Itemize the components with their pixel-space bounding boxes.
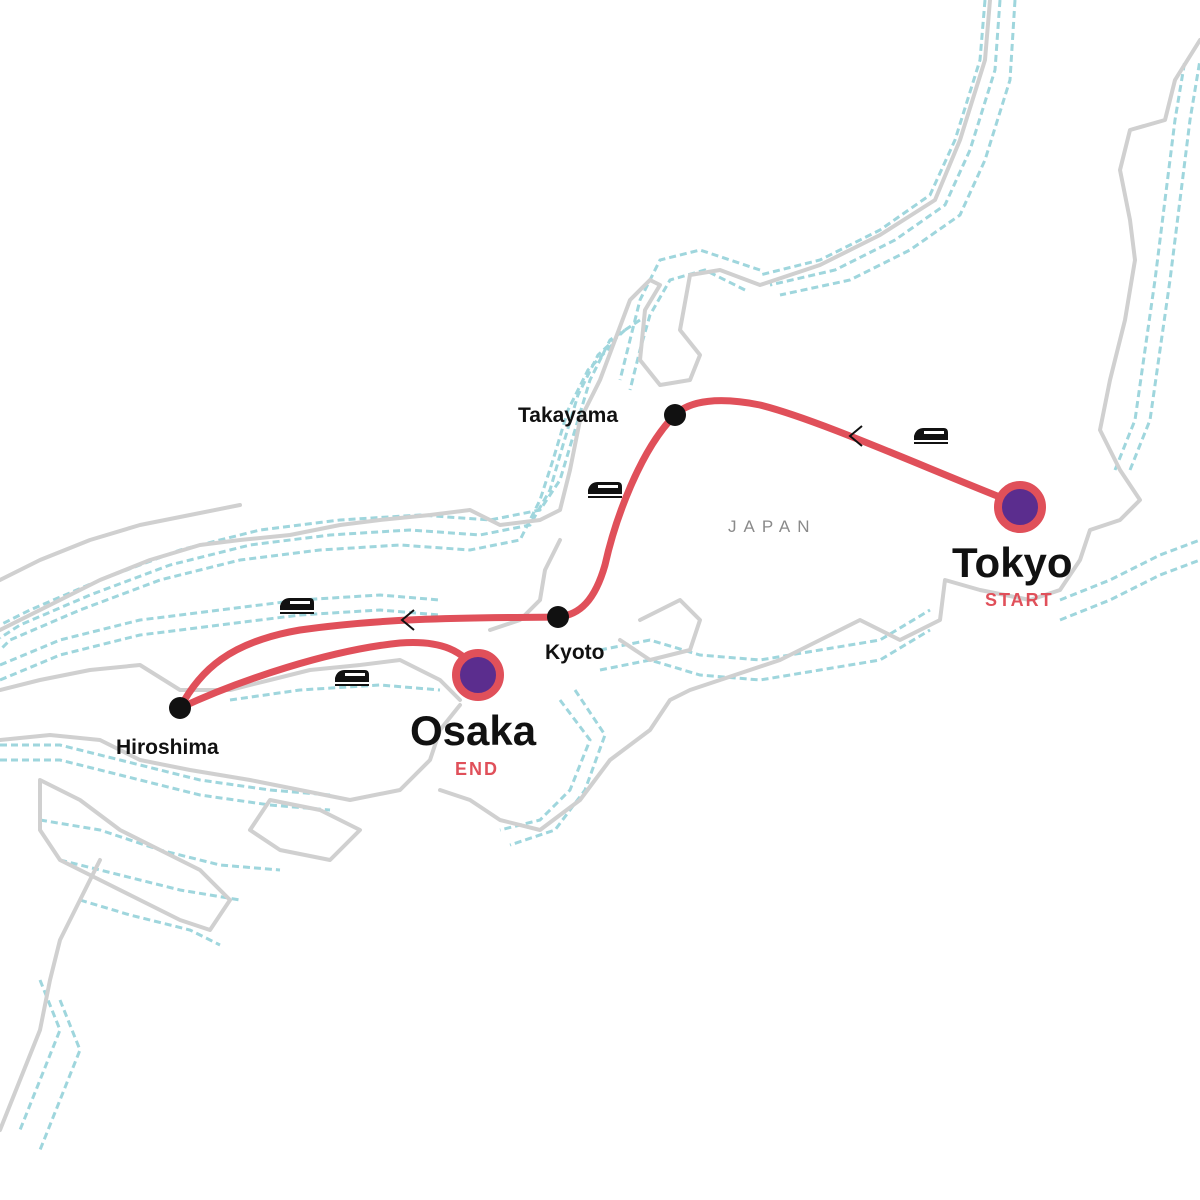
endpoint-marker-tokyo[interactable] — [994, 481, 1046, 533]
stop-marker-takayama[interactable] — [664, 404, 686, 426]
train-icon — [335, 670, 369, 686]
city-label-kyoto: Kyoto — [545, 641, 605, 664]
route-leg-hiroshima-osaka — [176, 638, 482, 712]
endpoint-marker-osaka[interactable] — [452, 649, 504, 701]
city-label-takayama: Takayama — [518, 404, 618, 427]
direction-arrow — [848, 425, 863, 447]
route-leg-takayama-kyoto — [554, 411, 679, 621]
train-icon — [914, 428, 948, 444]
train-icon — [280, 598, 314, 614]
end-tag: END — [455, 759, 499, 779]
stop-marker-hiroshima[interactable] — [169, 697, 191, 719]
region-label: JAPAN — [728, 517, 817, 536]
coastlines — [0, 0, 1200, 1132]
city-label-tokyo: Tokyo — [952, 539, 1073, 586]
city-label-hiroshima: Hiroshima — [116, 736, 219, 759]
route-leg-tokyo-takayama — [671, 397, 1024, 509]
stop-marker-kyoto[interactable] — [547, 606, 569, 628]
city-label-osaka: Osaka — [410, 707, 537, 754]
start-tag: START — [985, 590, 1054, 610]
route — [176, 397, 1024, 712]
sea-hatching — [0, 0, 1200, 1151]
route-leg-kyoto-hiroshima — [176, 613, 562, 712]
direction-arrow — [400, 609, 415, 631]
train-icon — [588, 482, 622, 498]
